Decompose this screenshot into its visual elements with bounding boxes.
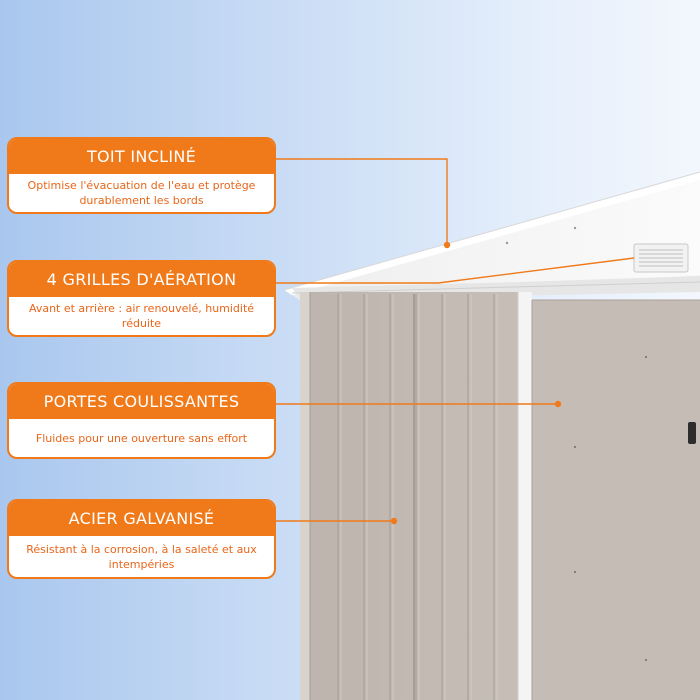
callout-toit-incline: TOIT INCLINÉ Optimise l'évacuation de l'… bbox=[7, 137, 276, 214]
leader-lines bbox=[276, 158, 635, 522]
sliding-door bbox=[531, 299, 700, 700]
leader-dots bbox=[390, 241, 562, 525]
callout-text: Fluides pour une ouverture sans effort bbox=[35, 431, 248, 445]
callout-title: TOIT INCLINÉ bbox=[9, 139, 274, 174]
corrugated-wall bbox=[300, 292, 522, 700]
roof bbox=[283, 171, 700, 300]
callout-title: 4 GRILLES D'AÉRATION bbox=[9, 262, 274, 297]
vent-grille bbox=[633, 243, 689, 273]
callout-title: ACIER GALVANISÉ bbox=[9, 501, 274, 536]
callout-text: Optimise l'évacuation de l'eau et protèg… bbox=[27, 179, 256, 207]
callout-acier-galvanise: ACIER GALVANISÉ Résistant à la corrosion… bbox=[7, 499, 276, 579]
callout-title: PORTES COULISSANTES bbox=[9, 384, 274, 419]
callout-portes-coulissantes: PORTES COULISSANTES Fluides pour une ouv… bbox=[7, 382, 276, 459]
door-frame bbox=[518, 292, 532, 700]
callout-text: Résistant à la corrosion, à la saleté et… bbox=[26, 542, 257, 571]
callout-grilles-aeration: 4 GRILLES D'AÉRATION Avant et arrière : … bbox=[7, 260, 276, 337]
callout-text: Avant et arrière : air renouvelé, humidi… bbox=[28, 302, 255, 330]
